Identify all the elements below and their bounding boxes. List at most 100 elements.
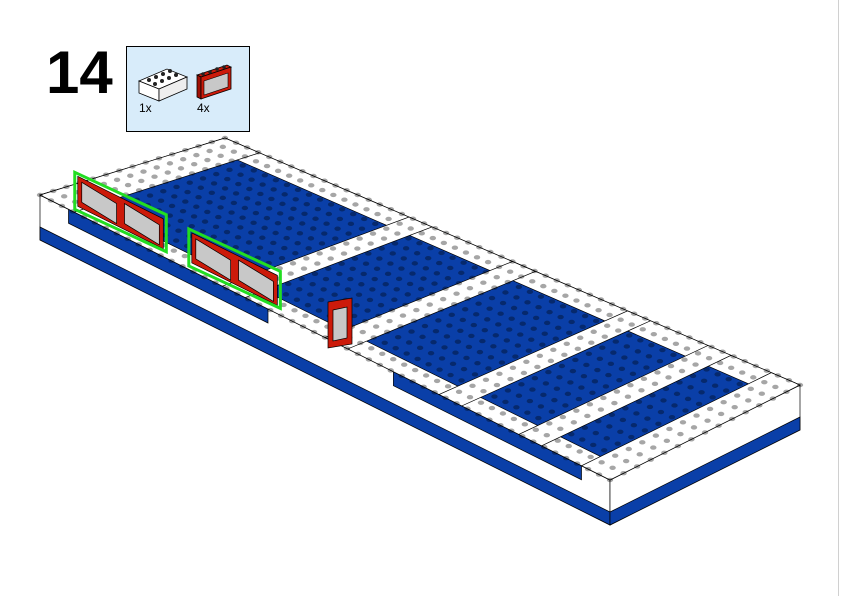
stud	[619, 306, 627, 312]
stud	[682, 408, 689, 413]
stud	[627, 383, 634, 388]
stud	[725, 376, 732, 382]
stud	[578, 385, 585, 390]
stud	[175, 228, 182, 233]
stud	[415, 297, 422, 302]
stud	[354, 351, 362, 357]
stud	[382, 281, 389, 287]
stud	[303, 201, 310, 207]
stud	[166, 213, 173, 218]
stud	[469, 275, 476, 280]
stud	[763, 368, 771, 373]
stud	[565, 443, 572, 449]
stud	[316, 251, 323, 256]
stud	[705, 355, 713, 361]
window-glass	[81, 181, 117, 225]
stud	[182, 199, 189, 204]
stud	[172, 238, 180, 243]
stud	[603, 436, 610, 441]
stud	[437, 307, 444, 312]
stud	[722, 388, 730, 393]
stud	[543, 433, 550, 438]
stud	[166, 161, 174, 166]
stud	[717, 411, 725, 417]
stud	[590, 442, 597, 448]
stud	[523, 359, 530, 364]
stud	[629, 371, 637, 377]
stud	[783, 389, 790, 394]
stud	[575, 287, 583, 293]
stud	[772, 384, 779, 390]
stud	[656, 358, 664, 364]
stud	[376, 362, 384, 368]
stud	[431, 281, 438, 286]
stud	[584, 413, 591, 419]
stud	[626, 333, 633, 338]
stud	[551, 397, 558, 403]
stud	[557, 314, 564, 320]
stud	[660, 398, 667, 403]
stud	[191, 162, 198, 167]
stud	[719, 349, 726, 354]
stud	[234, 291, 241, 296]
stud	[341, 197, 348, 202]
stud	[594, 367, 601, 373]
stud	[665, 375, 672, 380]
stud	[613, 389, 621, 394]
stud	[369, 231, 377, 236]
stud	[409, 379, 416, 384]
stud	[577, 335, 584, 340]
stud	[281, 192, 288, 197]
stud	[113, 177, 121, 183]
stud	[453, 401, 460, 406]
stud	[212, 224, 220, 230]
stud	[224, 176, 231, 182]
stud	[413, 307, 420, 313]
stud	[535, 305, 542, 310]
stud	[245, 296, 252, 302]
stud	[557, 426, 564, 431]
stud	[398, 211, 406, 217]
stud	[600, 395, 607, 401]
stud	[292, 251, 299, 256]
stud	[208, 139, 215, 145]
stud	[387, 261, 394, 266]
stud	[436, 260, 443, 266]
part-quantity: 1x	[139, 101, 152, 115]
step-number: 14	[46, 39, 113, 106]
stud	[254, 201, 262, 206]
stud	[609, 465, 616, 470]
stud	[388, 308, 396, 313]
stud	[573, 298, 580, 303]
white-divider-bar	[517, 345, 732, 447]
stud	[146, 247, 153, 253]
stud	[495, 264, 503, 270]
stud	[129, 164, 136, 169]
stud	[716, 360, 724, 366]
stud	[573, 408, 580, 413]
stud	[58, 203, 66, 209]
stud	[204, 209, 211, 215]
stud	[308, 183, 315, 188]
stud	[406, 281, 414, 287]
stud	[146, 193, 154, 198]
stud	[686, 335, 693, 340]
stud	[257, 191, 264, 197]
stud	[706, 406, 714, 412]
stud	[259, 182, 266, 187]
stud	[363, 207, 370, 212]
white-divider-bar	[438, 310, 652, 407]
stud	[347, 276, 354, 282]
stud	[785, 378, 793, 383]
door-glass	[332, 306, 348, 342]
stud	[667, 363, 675, 369]
stud	[546, 309, 553, 315]
stud	[611, 453, 619, 458]
stud	[426, 302, 433, 307]
stud	[296, 287, 303, 292]
stud	[127, 173, 134, 178]
stud	[449, 361, 457, 367]
stud	[366, 297, 374, 303]
stud	[630, 311, 638, 316]
stud	[475, 301, 482, 306]
